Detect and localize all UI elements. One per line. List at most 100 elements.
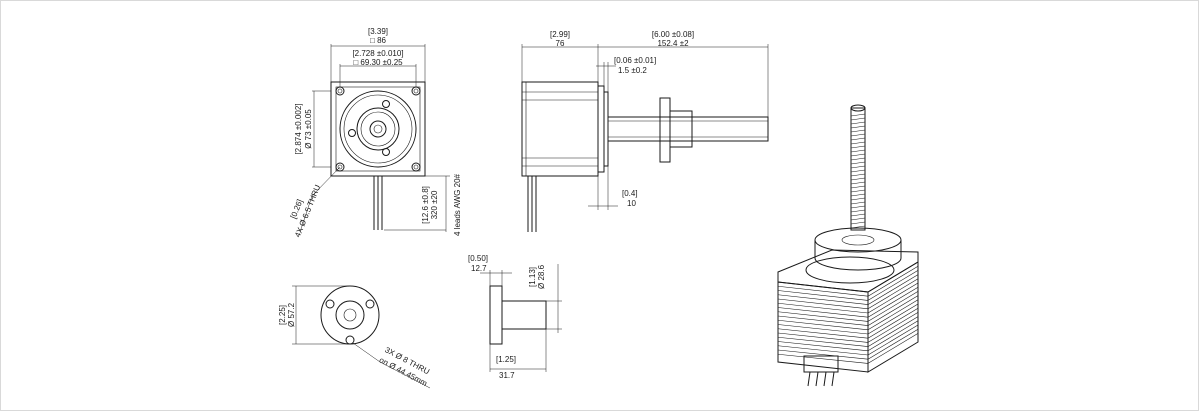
dim-length-mm: 152.4 ±2 <box>657 39 689 48</box>
iso-screw-tip <box>850 104 866 112</box>
mount-hole-inner <box>337 164 343 170</box>
leader-line <box>311 166 341 197</box>
nut-hole <box>325 299 335 309</box>
iso-pin <box>807 371 811 387</box>
screw-hole <box>382 148 390 156</box>
lamination-line <box>777 319 869 331</box>
nut-body-circle <box>335 300 365 330</box>
thread-line <box>850 173 866 177</box>
thread-line <box>850 213 866 217</box>
thread-line <box>850 217 866 221</box>
lamination-line <box>777 336 869 347</box>
thread-line <box>850 145 866 149</box>
lamination-line <box>867 299 919 331</box>
shaft-circle <box>369 120 387 138</box>
lamination-line <box>867 324 919 356</box>
nut-flange <box>659 97 671 163</box>
boss-inner-circle <box>360 111 396 147</box>
screw-hole <box>348 129 356 137</box>
thread-line <box>850 137 866 141</box>
pilot-boss <box>603 91 609 167</box>
motor-isometric-view <box>777 104 919 387</box>
pilot-inner-circle <box>343 94 413 164</box>
iso-pin <box>815 371 819 387</box>
thread-line <box>850 221 866 225</box>
nut-hole <box>365 299 375 309</box>
thread-line <box>850 153 866 157</box>
dim-lead-note: 4 leads AWG 20# <box>453 173 462 236</box>
dim-length-in: [6.00 ±0.08] <box>652 30 694 39</box>
lamination-line <box>777 311 869 322</box>
thread-line <box>850 113 866 117</box>
mount-hole-inner <box>413 88 419 94</box>
dim-pilot-mm: □ 69.30 ±0.25 <box>353 58 403 67</box>
lamination-line <box>777 302 869 314</box>
lamination-line <box>867 333 919 364</box>
lamination-line <box>867 320 919 352</box>
motor-front-view: [3.39] □ 86 [2.728 ±0.010] □ 69.30 ±0.25… <box>289 27 426 239</box>
nut-body <box>669 110 693 148</box>
thread-line <box>850 121 866 125</box>
dim-nut-flange-in: [0.50] <box>468 254 488 263</box>
front-flange <box>597 85 605 173</box>
lamination-line <box>867 270 919 301</box>
dim-pilot-in: [2.728 ±0.010] <box>352 49 403 58</box>
lamination-line <box>777 285 869 297</box>
boss-circle <box>356 107 400 151</box>
thread-line <box>850 157 866 161</box>
motor-face-inner <box>335 86 421 172</box>
pilot-circle <box>339 90 417 168</box>
mount-hole <box>335 162 345 172</box>
iso-nut-flange <box>814 240 902 271</box>
lamination-line <box>777 324 869 335</box>
thread-line <box>850 209 866 213</box>
screw-hole <box>382 100 390 108</box>
lamination-line <box>777 315 869 326</box>
nut-side-view: [0.50] 12.7 [1.13] Ø 28.6 [1.25] 31.7 <box>468 254 562 380</box>
nut-hole <box>345 335 355 345</box>
nut-front-view: [2.25] Ø 57.2 3X Ø 8 THRU on Ø 44.45mm <box>278 285 431 389</box>
dim-nut-dia-mm: Ø 28.6 <box>537 264 546 289</box>
lamination-line <box>867 303 919 335</box>
iso-body-laminations <box>777 261 919 364</box>
mount-hole-inner <box>337 88 343 94</box>
motor-side-view: [2.99] 76 [6.00 ±0.08] 152.4 ±2 [0.06 ±0… <box>384 30 769 236</box>
dim-body-mm: 76 <box>556 39 565 48</box>
lead-screw <box>607 116 769 142</box>
leader-line <box>352 342 381 363</box>
iso-connector <box>803 355 839 373</box>
dim-overall-in: [3.39] <box>368 27 388 36</box>
lamination-line <box>867 328 919 360</box>
lamination-line <box>777 307 869 318</box>
lamination-line <box>777 341 869 352</box>
iso-lead-screw <box>850 107 866 231</box>
thread-line <box>850 165 866 169</box>
iso-pin <box>823 371 827 387</box>
lamination-line <box>867 291 919 322</box>
nut-bore <box>343 308 357 322</box>
thread-line <box>850 169 866 173</box>
thread-line <box>850 149 866 153</box>
motor-body-side <box>521 81 599 177</box>
thread-line <box>850 193 866 197</box>
thread-line <box>850 189 866 193</box>
mount-hole <box>411 162 421 172</box>
iso-pin <box>831 371 835 387</box>
lamination-line <box>867 278 919 310</box>
motor-face-outline <box>330 81 426 177</box>
mount-hole-inner <box>413 164 419 170</box>
iso-screw-threads <box>850 113 866 229</box>
dim-lead-in: [12.6 ±0.8] <box>421 186 430 224</box>
lamination-line <box>777 328 869 339</box>
lamination-line <box>867 307 919 339</box>
dim-nut-dia-in: [1.13] <box>528 267 537 287</box>
lamination-line <box>867 295 919 326</box>
lamination-line <box>777 294 869 305</box>
dim-overall-mm: □ 86 <box>370 36 387 45</box>
thread-line <box>850 181 866 185</box>
thread-line <box>850 125 866 129</box>
leader-line <box>379 361 431 389</box>
dim-nut-len-mm: 31.7 <box>499 371 515 380</box>
